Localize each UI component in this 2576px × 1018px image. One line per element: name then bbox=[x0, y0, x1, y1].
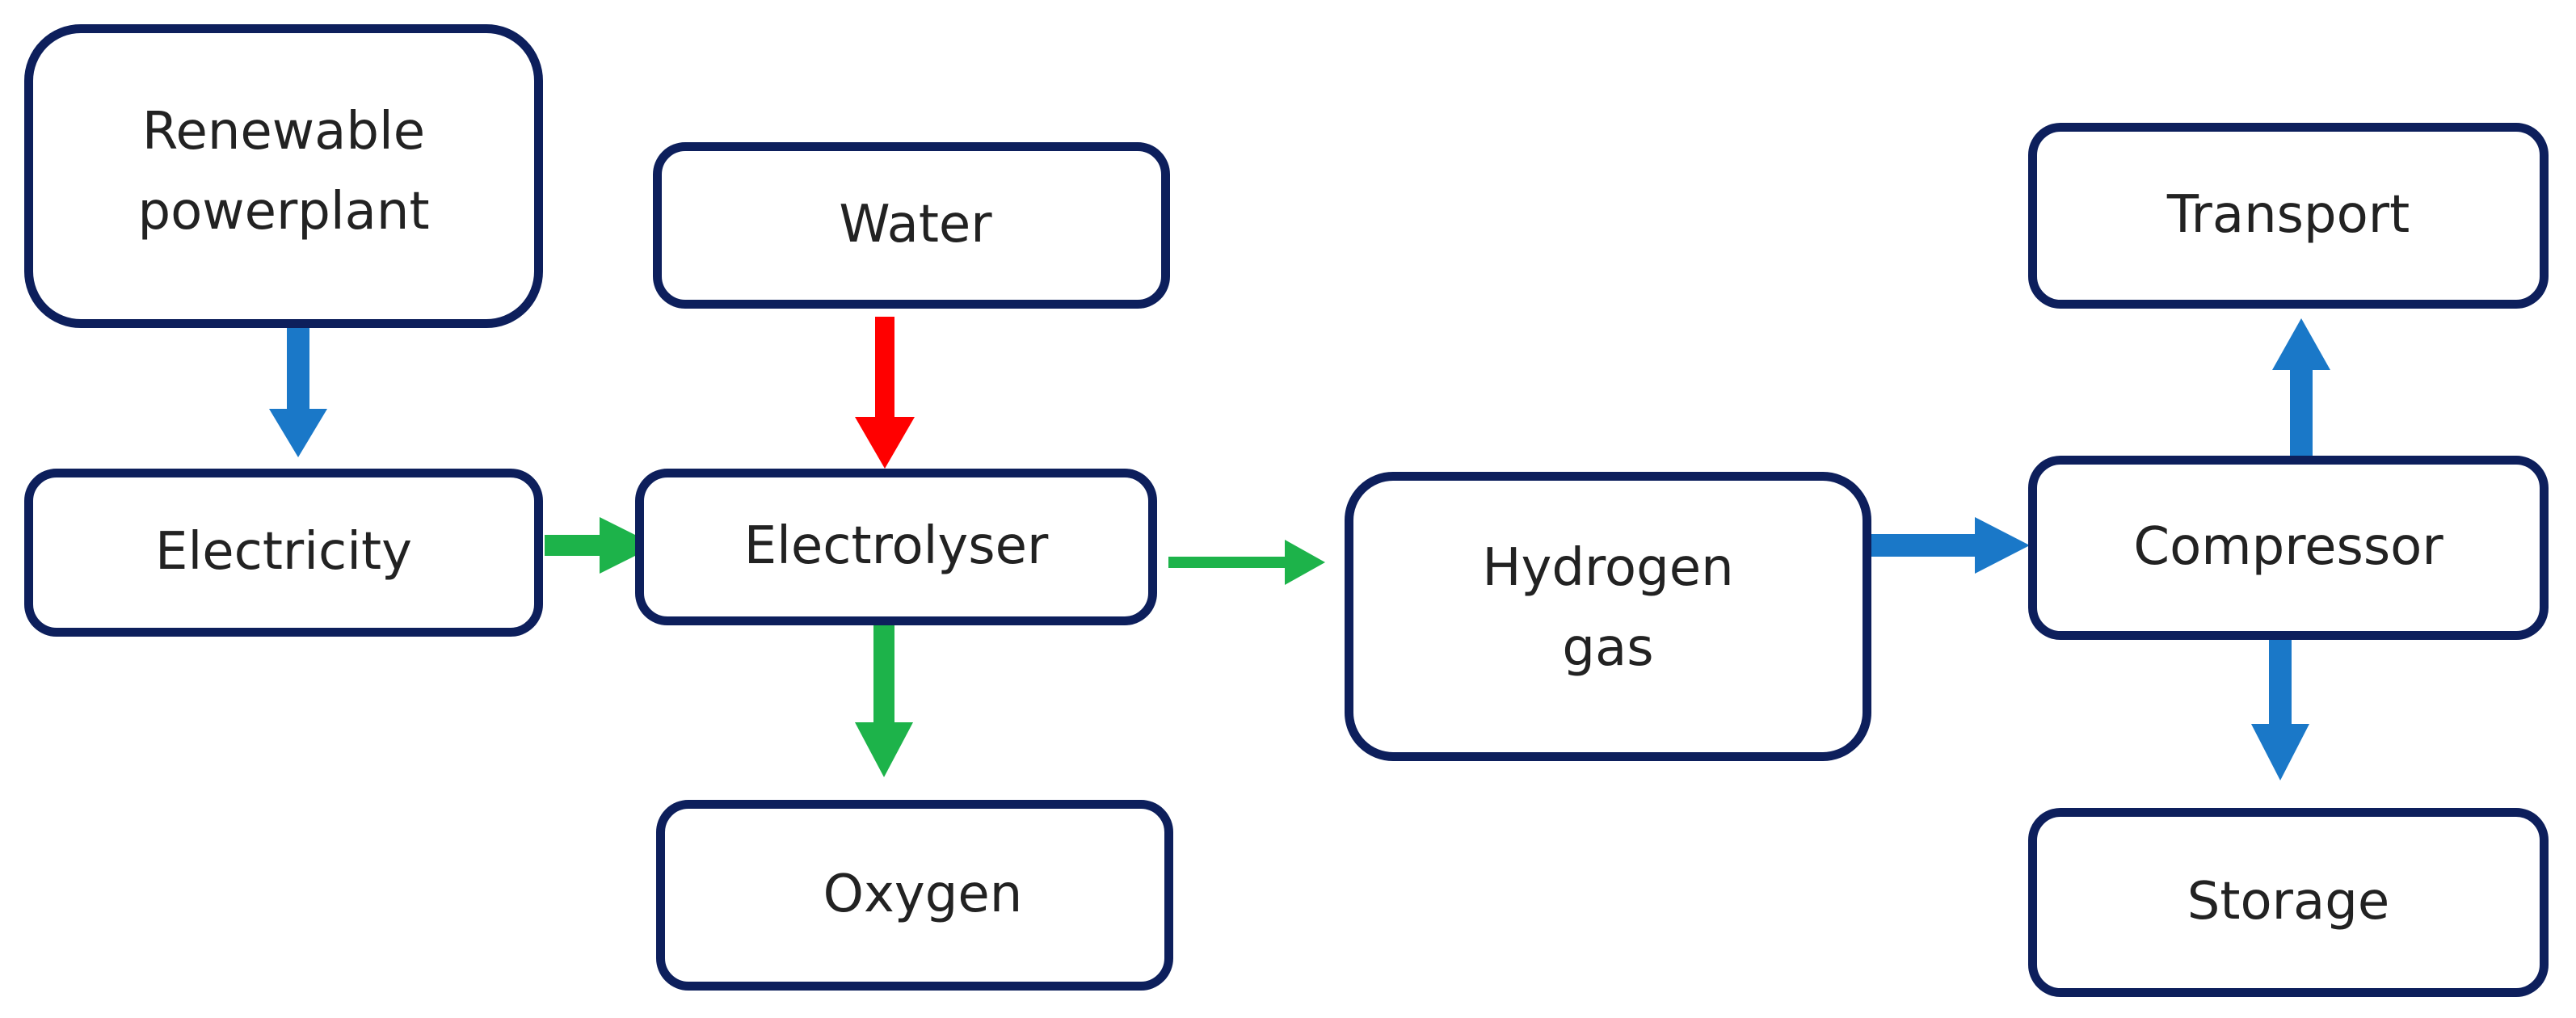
node-electrolyser: Electrolyser bbox=[635, 469, 1157, 625]
node-oxygen: Oxygen bbox=[656, 800, 1173, 991]
node-label: Electricity bbox=[155, 522, 412, 583]
arrow-compressor-to-transport bbox=[2272, 318, 2330, 457]
node-renewable-powerplant: Renewable powerplant bbox=[24, 24, 543, 328]
node-storage: Storage bbox=[2028, 808, 2549, 997]
node-transport: Transport bbox=[2028, 123, 2549, 309]
node-label: Compressor bbox=[2133, 517, 2443, 578]
node-hydrogen-gas: Hydrogen gas bbox=[1345, 472, 1871, 761]
node-label: Hydrogen gas bbox=[1482, 537, 1734, 678]
arrow-electricity-to-electrolyser bbox=[545, 517, 656, 574]
node-label: Storage bbox=[2187, 872, 2390, 932]
node-label: Renewable powerplant bbox=[137, 101, 430, 242]
arrow-renewable-to-electricity bbox=[269, 325, 327, 457]
node-label: Oxygen bbox=[823, 864, 1023, 925]
node-compressor: Compressor bbox=[2028, 456, 2549, 640]
node-electricity: Electricity bbox=[24, 469, 543, 637]
node-label: Water bbox=[839, 195, 992, 255]
node-water: Water bbox=[653, 142, 1170, 309]
node-label: Transport bbox=[2166, 185, 2410, 246]
arrow-electrolyser-to-hydrogen bbox=[1168, 540, 1325, 585]
arrow-electrolyser-to-oxygen bbox=[855, 625, 913, 777]
node-label: Electrolyser bbox=[743, 516, 1049, 577]
arrow-water-to-electrolyser bbox=[855, 317, 915, 469]
arrow-hydrogen-to-compressor bbox=[1871, 517, 2030, 574]
arrow-compressor-to-storage bbox=[2251, 640, 2309, 780]
